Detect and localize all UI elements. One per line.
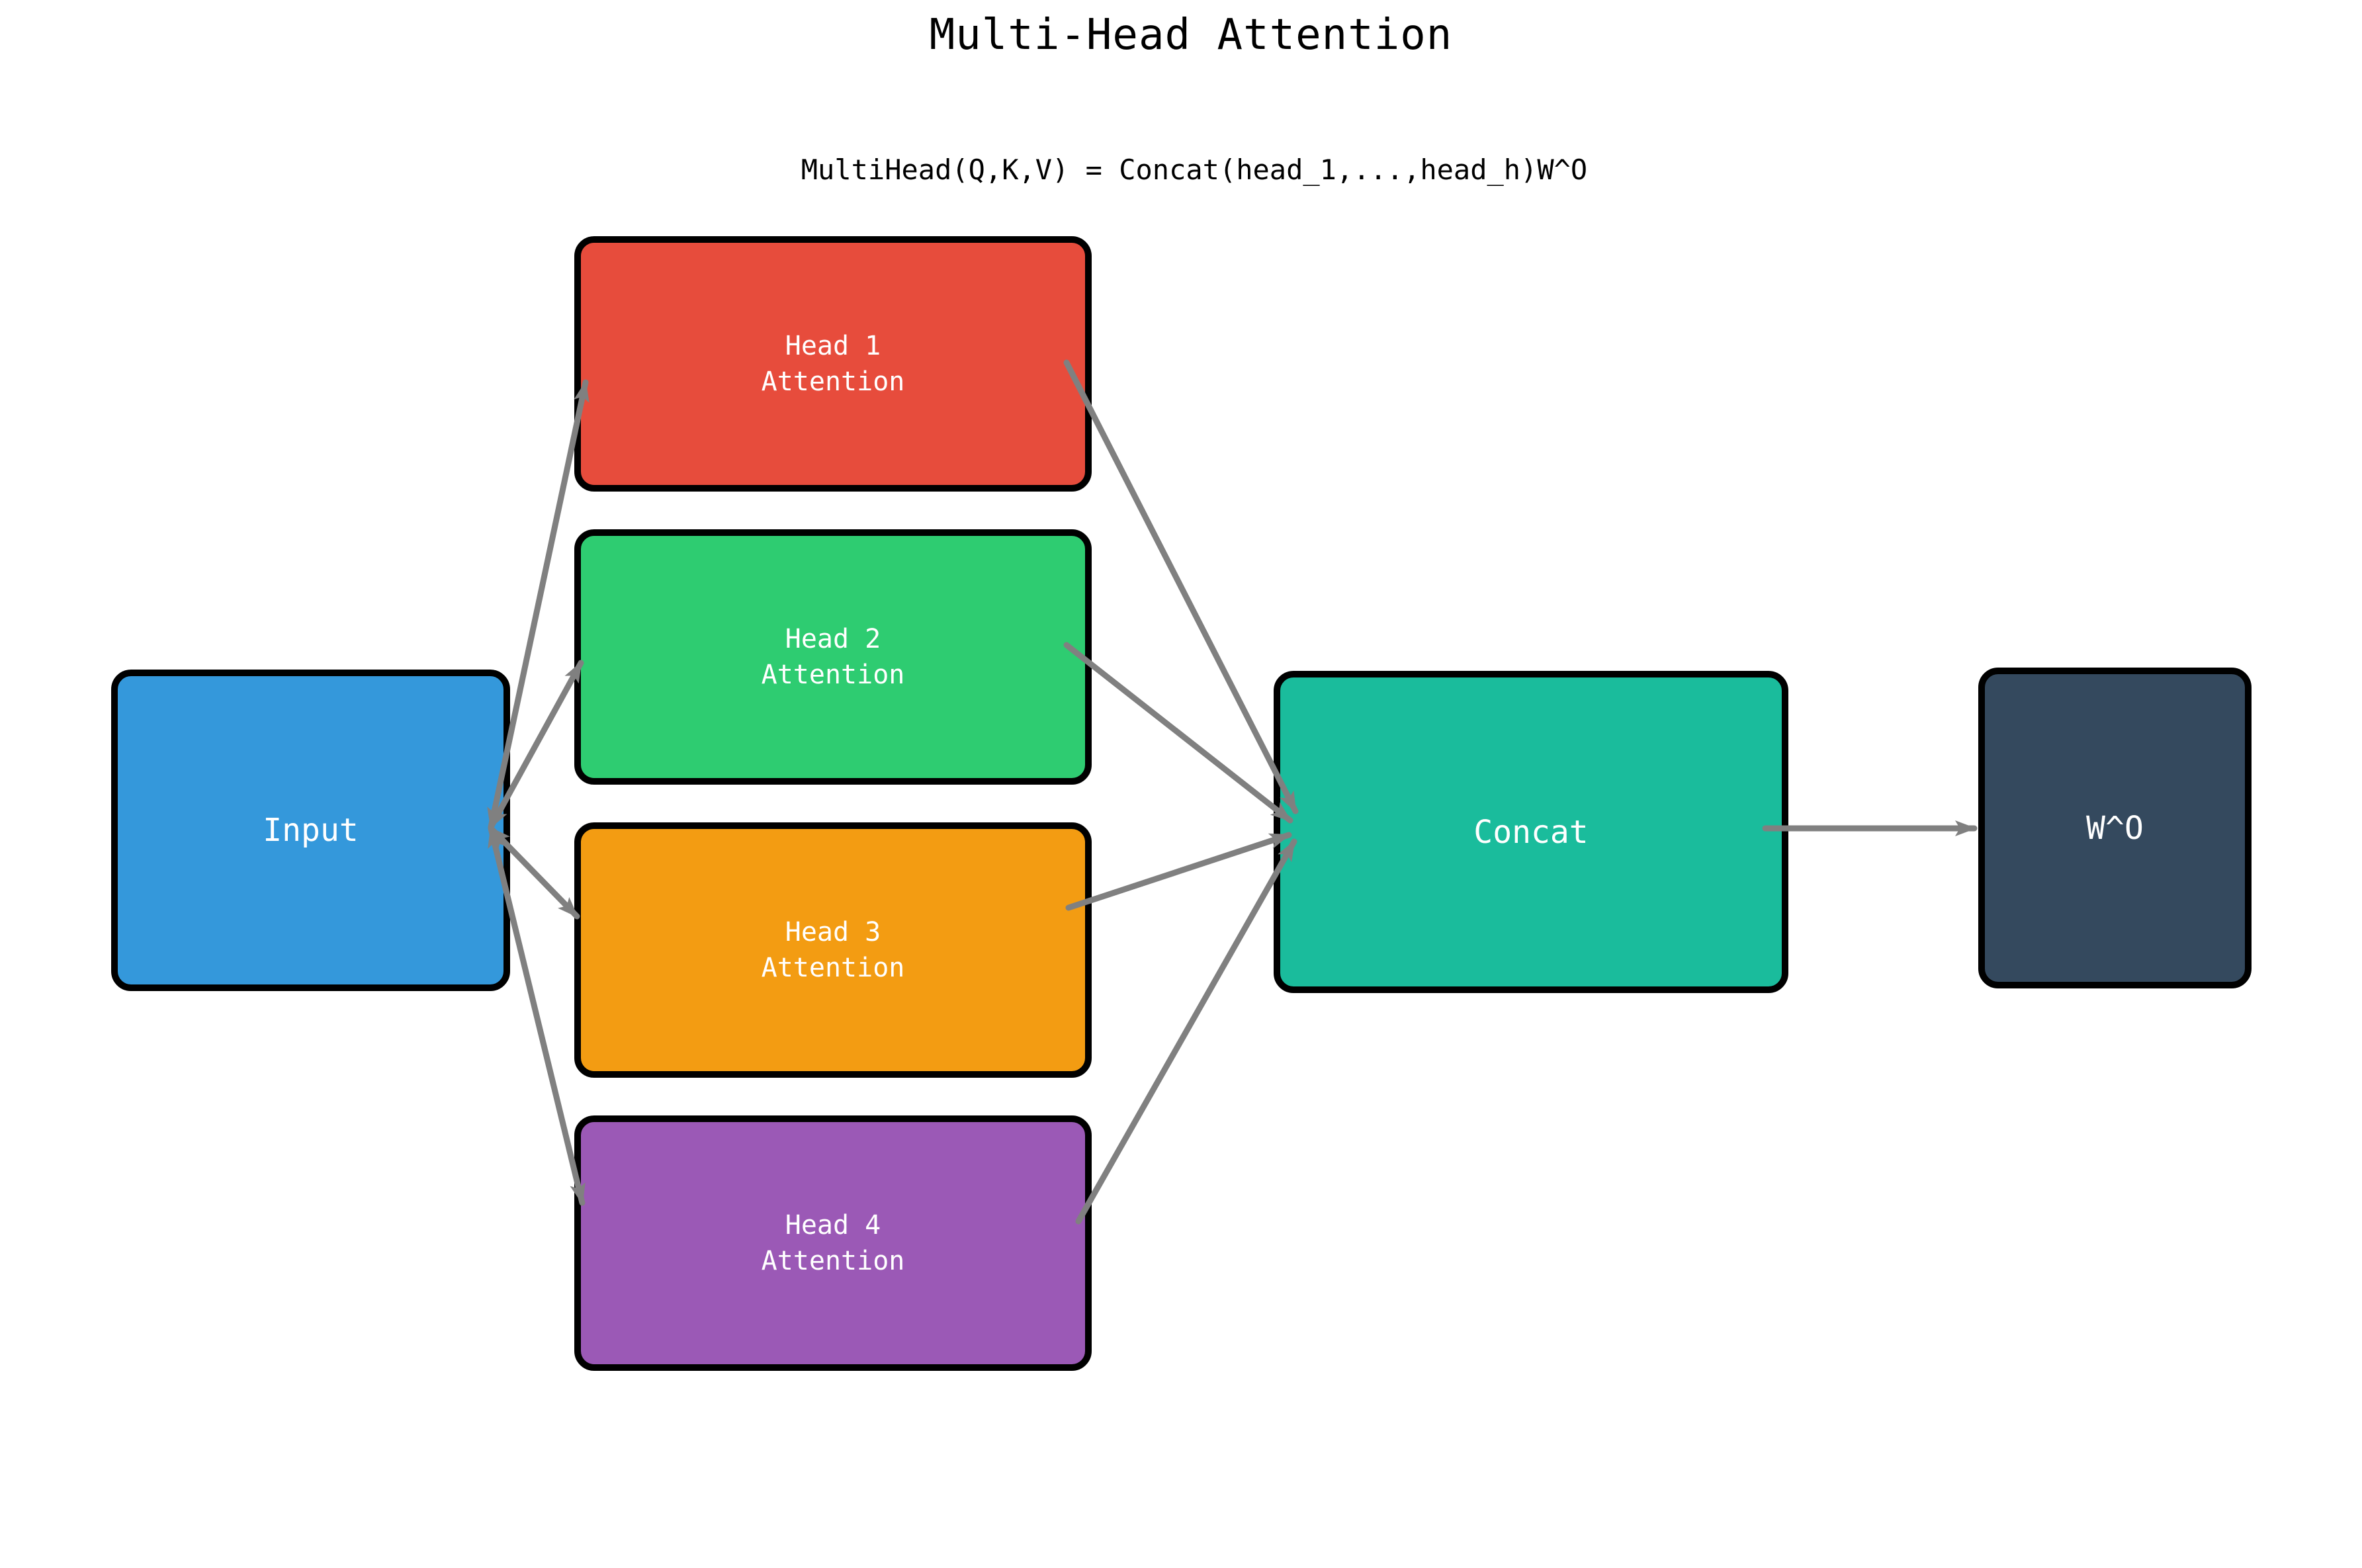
head1-node-label: Head 1 Attention bbox=[761, 331, 905, 397]
output-projection-node: W^O bbox=[1978, 668, 2252, 988]
diagram-title: Multi-Head Attention bbox=[929, 11, 1453, 60]
head2-node-label: Head 2 Attention bbox=[761, 624, 905, 690]
head4-node-label: Head 4 Attention bbox=[761, 1210, 905, 1276]
wo-node-label: W^O bbox=[2086, 809, 2144, 847]
head4-attention-node: Head 4 Attention bbox=[574, 1115, 1092, 1371]
concat-node-label: Concat bbox=[1473, 813, 1589, 851]
concat-node: Concat bbox=[1274, 671, 1788, 993]
head2-attention-node: Head 2 Attention bbox=[574, 529, 1092, 785]
head3-node-label: Head 3 Attention bbox=[761, 917, 905, 983]
edge-head2-concat bbox=[1063, 642, 1293, 824]
edge-head4-concat bbox=[1075, 838, 1297, 1225]
head1-attention-node: Head 1 Attention bbox=[574, 236, 1092, 492]
formula-text: MultiHead(Q,K,V) = Concat(head_1,...,hea… bbox=[801, 153, 1588, 186]
edge-head1-concat bbox=[1063, 359, 1299, 814]
head3-attention-node: Head 3 Attention bbox=[574, 822, 1092, 1078]
input-node-label: Input bbox=[263, 812, 359, 849]
edge-head3-concat bbox=[1065, 832, 1292, 911]
input-node: Input bbox=[111, 670, 510, 991]
